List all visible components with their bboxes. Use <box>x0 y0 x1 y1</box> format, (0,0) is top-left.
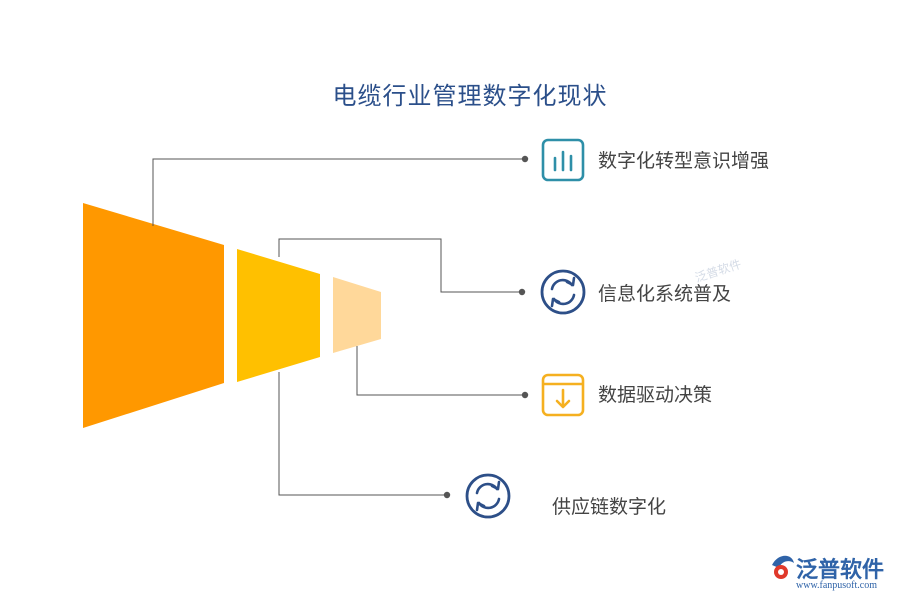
funnel-segment-3 <box>333 277 381 353</box>
connector-line-4 <box>278 372 446 496</box>
connector-dot-1 <box>521 155 529 163</box>
item-label-3: 数据驱动决策 <box>598 384 713 406</box>
funnel-segment-1 <box>83 203 224 428</box>
bar-chart-icon <box>541 138 585 182</box>
item-label-1: 数字化转型意识增强 <box>598 150 770 172</box>
brand-url: www.fanpusoft.com <box>796 580 878 591</box>
connector-dot-3 <box>521 391 529 399</box>
page-title: 电缆行业管理数字化现状 <box>332 82 608 110</box>
brand-name: 泛普软件 <box>796 558 885 583</box>
connector-line-2 <box>278 238 521 293</box>
item-label-4: 供应链数字化 <box>552 496 667 518</box>
download-box-icon <box>541 373 585 417</box>
connector-dot-4 <box>443 491 451 499</box>
refresh-icon <box>465 473 511 519</box>
brand-logo: 泛普软件 www.fanpusoft.com <box>770 552 894 596</box>
connector-line-3 <box>356 346 524 396</box>
item-label-2: 信息化系统普及 <box>598 283 732 305</box>
connector-dot-2 <box>518 288 526 296</box>
refresh-icon <box>540 269 586 315</box>
connector-line-1 <box>152 158 524 226</box>
funnel-segment-2 <box>237 249 320 382</box>
brand-logo-icon <box>772 555 794 579</box>
